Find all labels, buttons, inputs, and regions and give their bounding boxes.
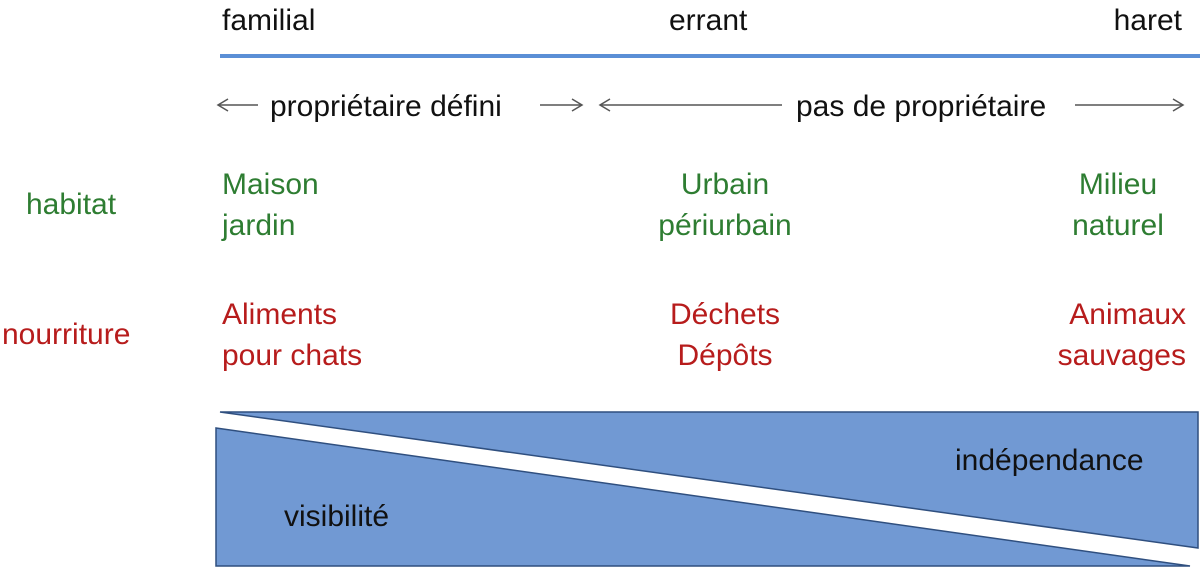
arrow-no-owner-right [1075, 98, 1185, 112]
habitat-familial: Maison jardin [222, 164, 319, 246]
visibility-label: visibilité [284, 500, 390, 533]
habitat-familial-line-2: jardin [222, 209, 296, 242]
food-haret-line-2: sauvages [1057, 339, 1186, 372]
ownership-defined-label: propriétaire défini [270, 90, 502, 123]
habitat-errant: Urbain périurbain [630, 164, 820, 246]
category-familial: familial [222, 4, 316, 37]
category-errant: errant [669, 4, 748, 37]
visibility-triangle [215, 427, 1191, 567]
food-haret: Animaux sauvages [1026, 294, 1186, 376]
habitat-haret: Milieu naturel [1048, 164, 1188, 246]
food-familial-line-1: Aliments [222, 298, 338, 331]
row-label-habitat: habitat [26, 188, 117, 221]
ownership-none-label: pas de propriétaire [796, 90, 1047, 123]
habitat-haret-line-2: naturel [1072, 209, 1164, 242]
food-errant-line-2: Dépôts [677, 339, 773, 372]
habitat-haret-line-1: Milieu [1078, 168, 1158, 201]
food-familial-line-2: pour chats [222, 339, 363, 372]
food-errant: Déchets Dépôts [630, 294, 820, 376]
arrow-defined-owner-left [216, 98, 258, 112]
arrow-no-owner-left [598, 98, 782, 112]
independence-triangle [219, 411, 1199, 549]
independence-label: indépendance [955, 444, 1144, 477]
row-label-nourriture: nourriture [2, 318, 131, 351]
food-haret-line-1: Animaux [1069, 298, 1186, 331]
food-errant-line-1: Déchets [669, 298, 781, 331]
category-haret: haret [1113, 4, 1182, 37]
habitat-errant-line-1: Urbain [680, 168, 770, 201]
food-familial: Aliments pour chats [222, 294, 362, 376]
arrow-defined-owner-right [540, 98, 584, 112]
habitat-familial-line-1: Maison [222, 168, 319, 201]
habitat-errant-line-2: périurbain [658, 209, 792, 242]
